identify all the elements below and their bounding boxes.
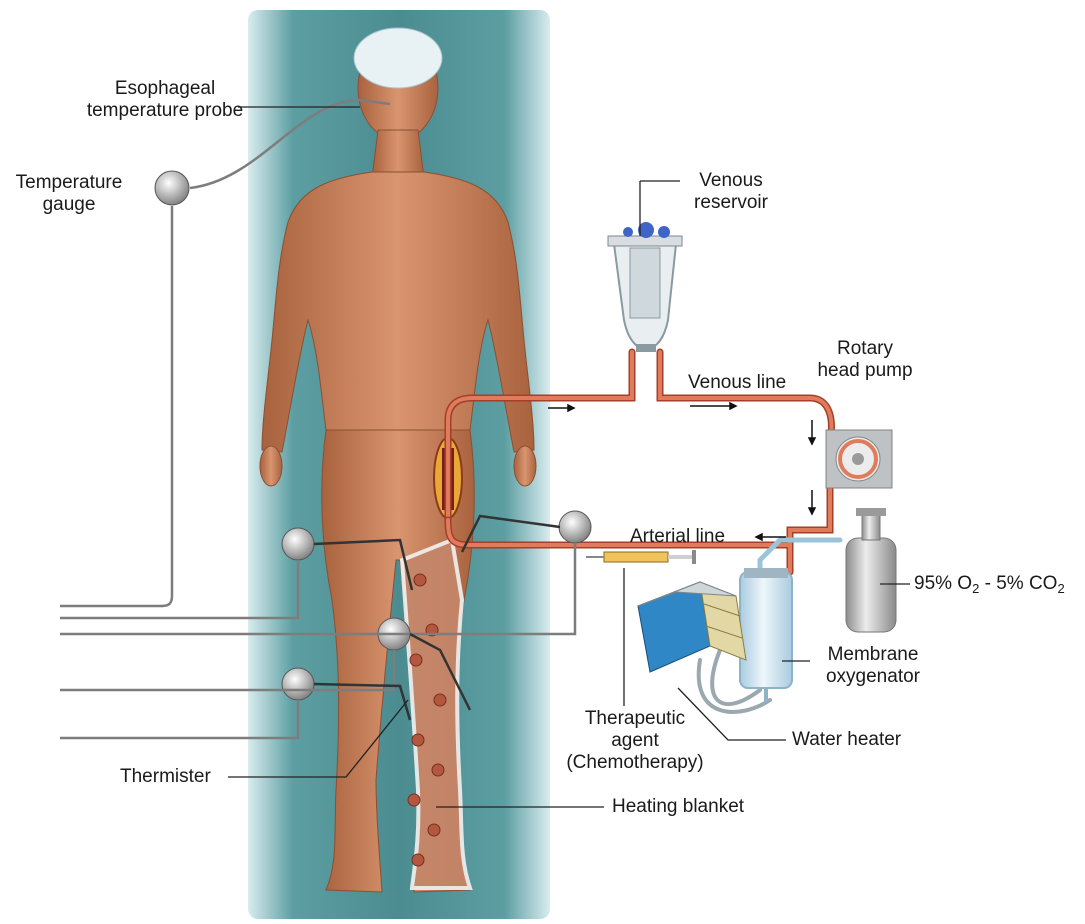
label-oxygenator-line1: Membrane [808, 644, 938, 666]
label-membrane-oxygenator: Membrane oxygenator [808, 644, 938, 688]
label-pump-line2: head pump [800, 360, 930, 382]
gas-o2-text: 95% O [914, 573, 972, 594]
label-gas-mixture: 95% O2 - 5% CO2 [914, 573, 1065, 595]
label-agent-line1: Therapeutic [560, 708, 710, 730]
label-water-heater: Water heater [792, 729, 901, 751]
label-rotary-pump: Rotary head pump [800, 338, 930, 382]
label-oxygenator-line2: oxygenator [808, 666, 938, 688]
label-arterial-line: Arterial line [630, 526, 725, 548]
label-esophageal-line2: temperature probe [80, 100, 250, 122]
label-gauge-line1: Temperature [0, 172, 138, 194]
membrane-oxygenator [740, 568, 792, 702]
label-agent-line2: agent [560, 730, 710, 752]
therapeutic-syringe [586, 550, 696, 564]
label-pump-line1: Rotary [800, 338, 930, 360]
gas-cylinder [846, 508, 896, 632]
label-thermister: Thermister [120, 766, 211, 788]
label-esophageal-probe: Esophageal temperature probe [80, 78, 250, 122]
label-therapeutic-agent: Therapeutic agent (Chemotherapy) [560, 708, 710, 774]
label-reservoir-line2: reservoir [676, 192, 786, 214]
rotary-head-pump [826, 430, 892, 488]
water-heater [638, 582, 746, 672]
label-gauge-line2: gauge [0, 194, 138, 216]
label-temperature-gauge: Temperature gauge [0, 172, 138, 216]
surgical-cap [354, 28, 442, 88]
gas-tube [760, 540, 840, 572]
label-esophageal-line1: Esophageal [80, 78, 250, 100]
label-venous-reservoir: Venous reservoir [676, 170, 786, 214]
gas-co2-text: - 5% CO [979, 573, 1057, 594]
label-agent-line3: (Chemotherapy) [560, 752, 710, 774]
label-reservoir-line1: Venous [676, 170, 786, 192]
venous-reservoir [608, 222, 682, 352]
label-venous-line: Venous line [688, 372, 786, 394]
label-heating-blanket: Heating blanket [612, 796, 744, 818]
gas-co2-subscript: 2 [1057, 581, 1064, 596]
